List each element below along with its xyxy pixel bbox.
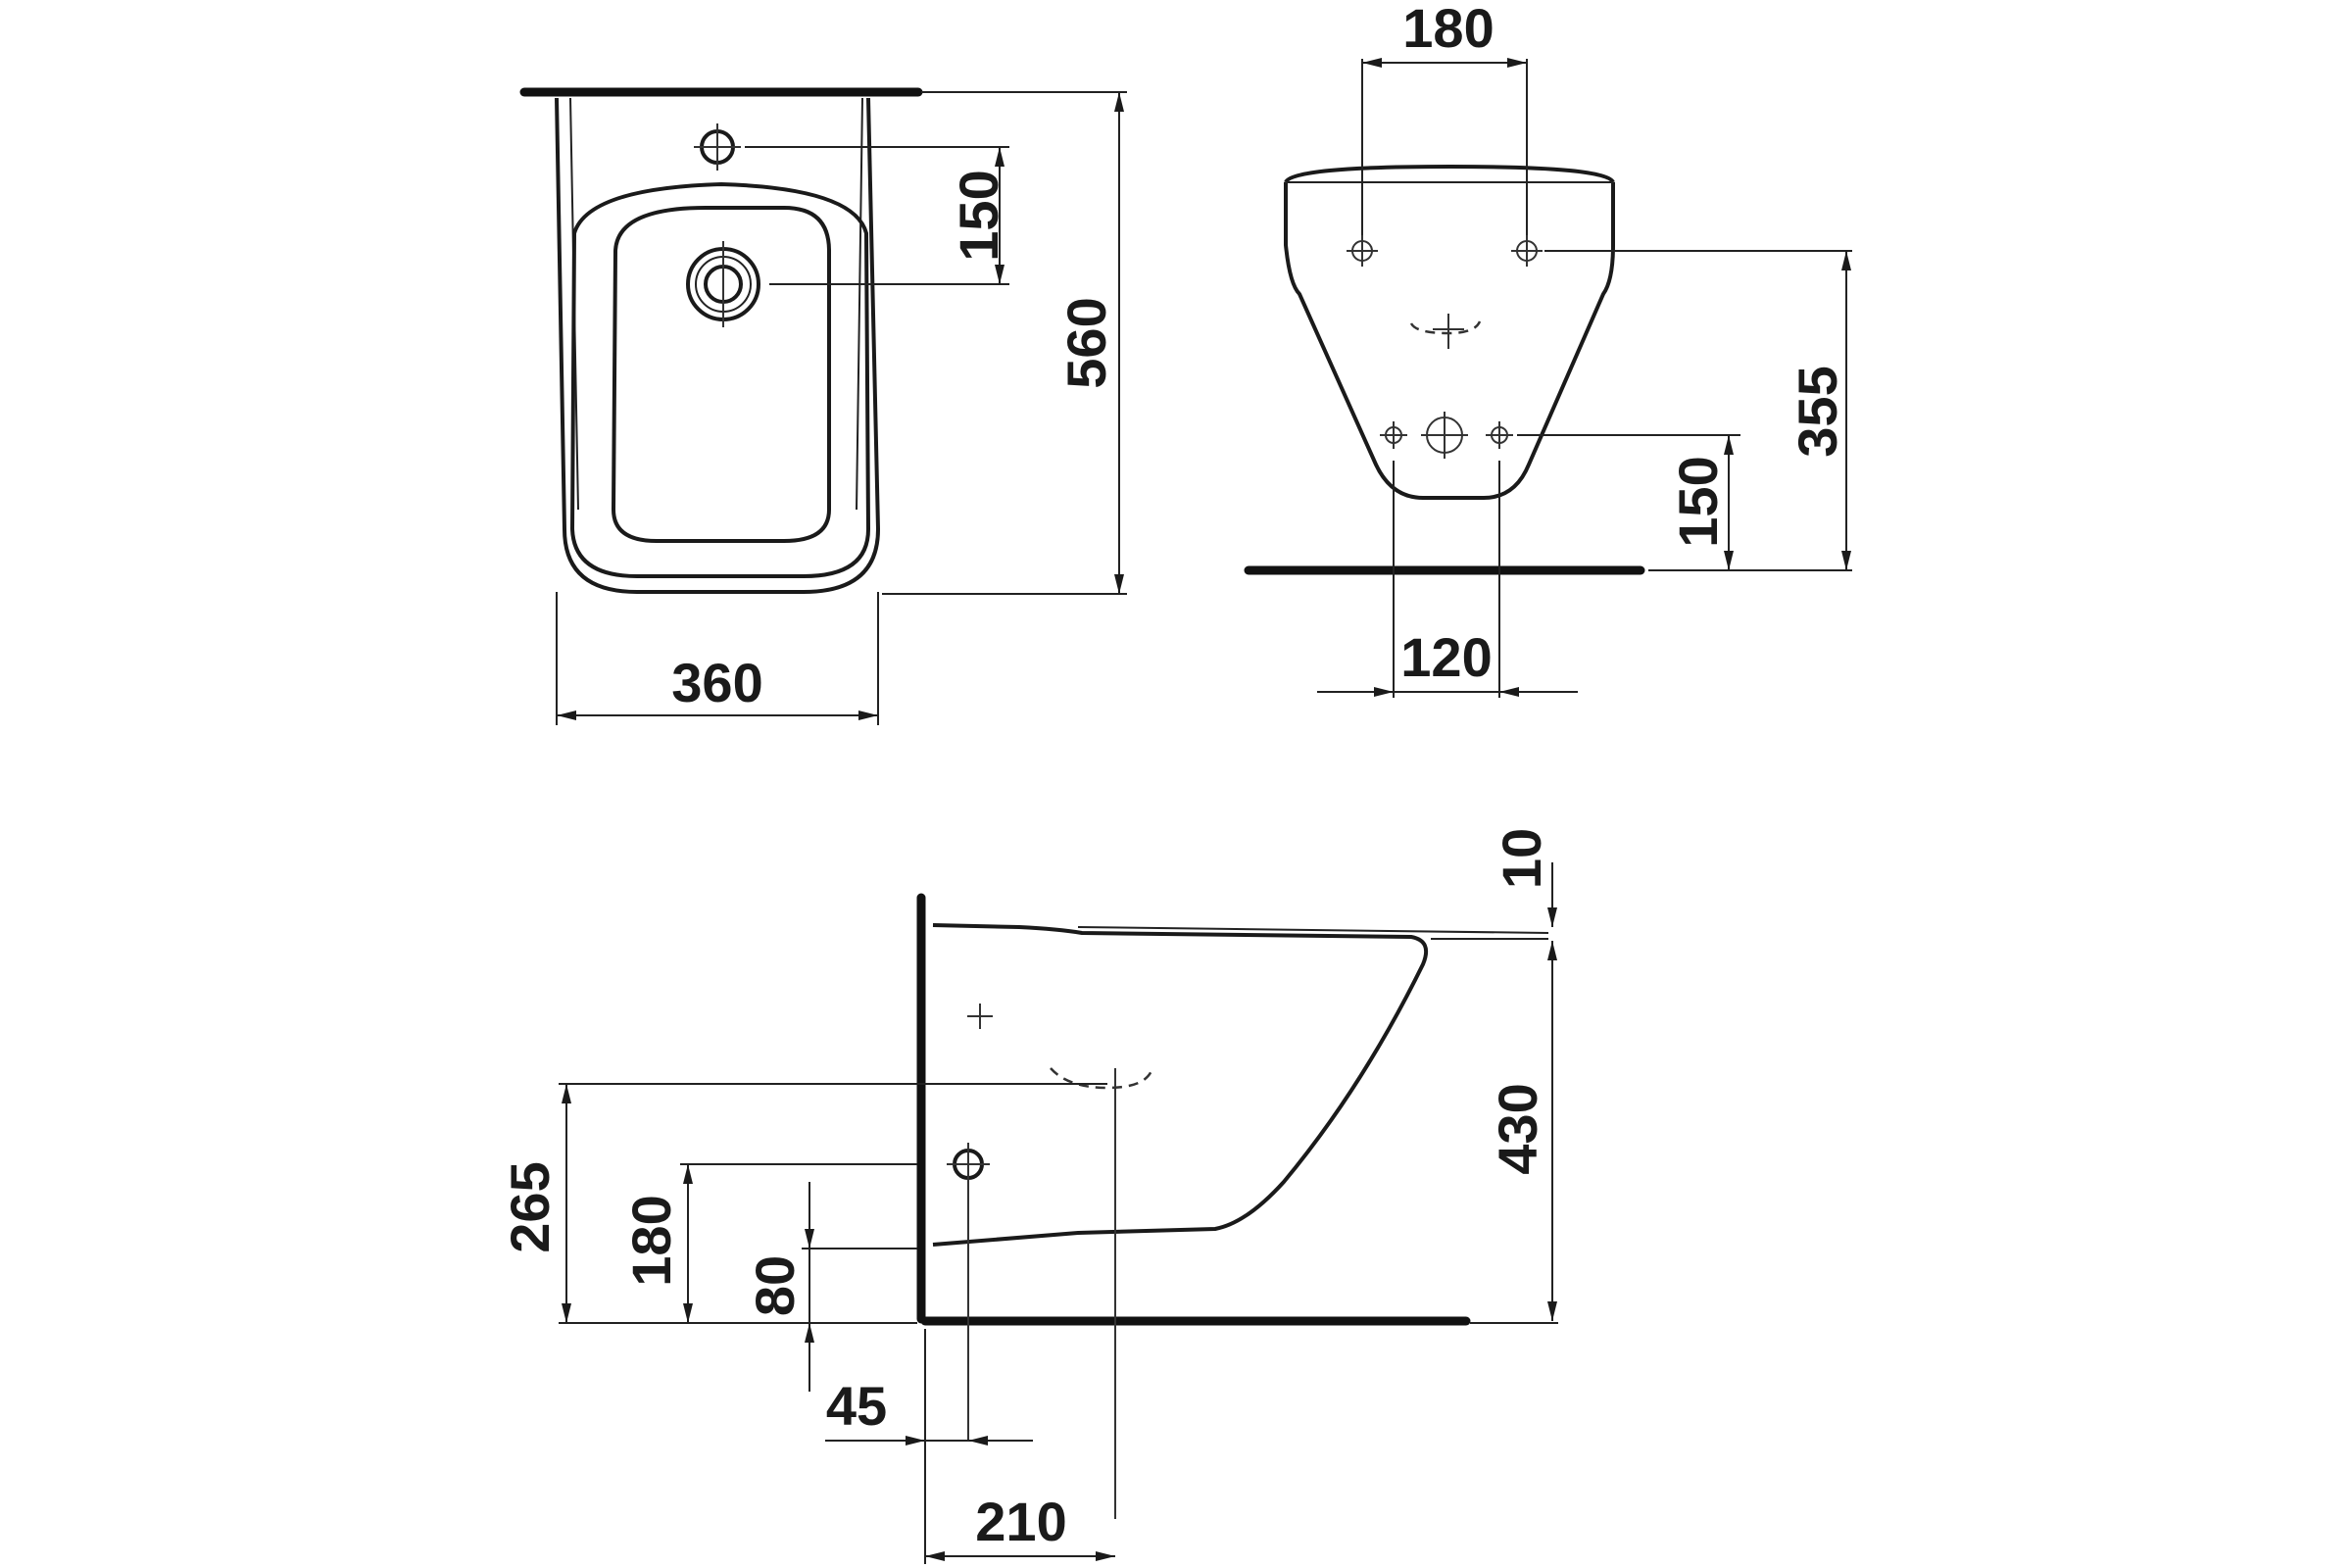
dim-text-back-355: 355 xyxy=(1787,366,1848,457)
back-rim-top xyxy=(1284,164,1615,184)
dim-text-front-150: 150 xyxy=(948,170,1009,261)
dim-text-back-150: 150 xyxy=(1667,456,1729,547)
dim-text-back-180: 180 xyxy=(1402,0,1494,59)
side-body-outline xyxy=(932,923,1428,1247)
fixing-upper-right-icon xyxy=(1511,235,1543,267)
fixing-upper-left-icon xyxy=(1347,235,1378,267)
front-rim xyxy=(569,181,871,578)
side-supply-inlet-icon xyxy=(947,1143,990,1441)
side-view: 10 430 265 180 80 45 210 xyxy=(499,828,1558,1564)
dim-text-side-265: 265 xyxy=(499,1161,561,1252)
dim-text-front-560: 560 xyxy=(1055,297,1117,388)
dim-text-back-120: 120 xyxy=(1400,626,1492,688)
front-view: 150 560 360 xyxy=(519,87,1127,725)
dim-text-side-80: 80 xyxy=(744,1255,806,1316)
dim-text-side-10: 10 xyxy=(1491,828,1552,889)
waste-outlet-icon xyxy=(1421,412,1468,459)
fixing-lower-right-icon xyxy=(1486,421,1513,449)
back-body xyxy=(1284,182,1615,500)
front-inner-bowl xyxy=(611,206,831,543)
back-hidden-waste xyxy=(1409,320,1482,335)
fixing-lower-left-icon xyxy=(1380,421,1407,449)
drain-icon xyxy=(686,241,760,327)
front-outer-body xyxy=(555,97,881,594)
side-tap-mark-icon xyxy=(967,1004,993,1029)
side-hidden-waste xyxy=(1050,1067,1154,1090)
dim-text-side-45: 45 xyxy=(826,1375,887,1437)
tap-hole-icon xyxy=(694,123,741,171)
dim-text-side-430: 430 xyxy=(1487,1083,1548,1174)
dim-text-front-360: 360 xyxy=(671,652,762,713)
dim-text-side-210: 210 xyxy=(975,1491,1066,1552)
back-view: 180 355 150 120 xyxy=(1244,0,1852,698)
dim-text-side-180: 180 xyxy=(620,1195,682,1286)
